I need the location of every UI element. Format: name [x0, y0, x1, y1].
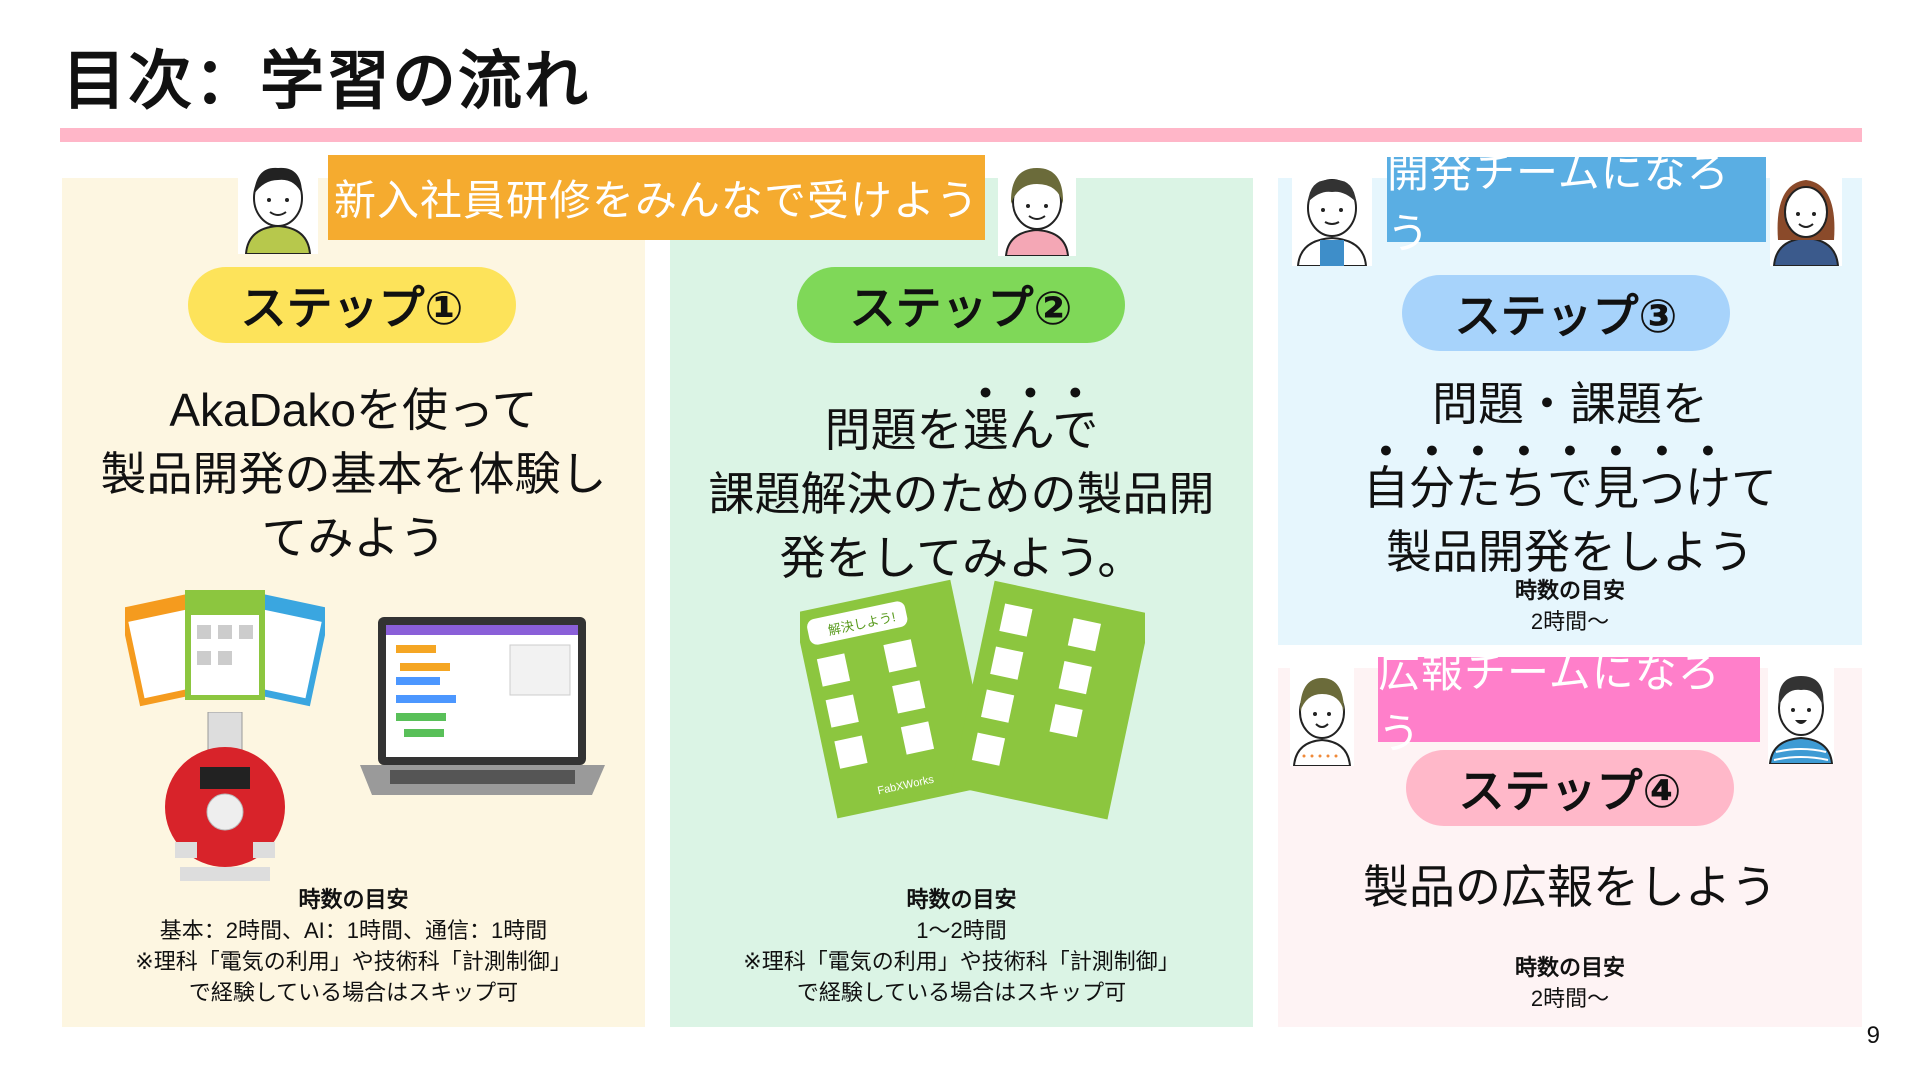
time-line: で経験している場合はスキップ可 — [796, 980, 1127, 1005]
title-underline — [60, 128, 1862, 142]
boy-avatar-icon — [238, 158, 318, 254]
pr-team-banner: 広報チームになろう — [1378, 649, 1760, 757]
dev-team-banner: 開発チームになろう — [1387, 149, 1766, 257]
emphasized-text: 自分たちで見つけ — [1363, 462, 1731, 514]
time-title: 時数の目安 — [1514, 955, 1625, 980]
step1-description: AkaDakoを使って 製品開発の基本を体験し てみよう — [62, 378, 645, 570]
akadako-cards-image — [125, 590, 325, 707]
time-line: 1～2時間 — [916, 918, 1007, 943]
page-number: 9 — [1866, 1022, 1880, 1049]
text-line: 製品開発をしよう — [1386, 526, 1754, 578]
girl-avatar-icon — [998, 160, 1076, 256]
laptop-scratch-image — [360, 617, 605, 795]
time-title: 時数の目安 — [298, 887, 409, 912]
text-line: 製品開発の基本を体験し — [100, 448, 607, 500]
text-line: 自分たちで見つけて — [1278, 436, 1862, 520]
step2-label: ステップ② — [797, 267, 1125, 343]
worksheets-image: 解決しよう! FabXWorks — [800, 579, 1145, 820]
boy2-avatar-icon — [1292, 168, 1372, 266]
time-line: 基本：2時間、AI：1時間、通信：1時間 — [159, 918, 548, 943]
text-line: AkaDakoを使って — [169, 384, 538, 436]
step3-label: ステップ③ — [1402, 275, 1730, 351]
text-part: 問題を — [824, 404, 963, 456]
step3-panel — [1278, 178, 1862, 645]
onboarding-banner: 新入社員研修をみんなで受けよう — [328, 155, 985, 240]
step4-description: 製品の広報をしよう — [1363, 861, 1777, 913]
text-line: 課題解決のための製品開 — [708, 468, 1215, 520]
step4-label: ステップ④ — [1406, 750, 1734, 826]
step1-label: ステップ① — [188, 267, 516, 343]
text-line: 問題・課題を — [1432, 378, 1708, 430]
time-title: 時数の目安 — [1514, 578, 1625, 603]
emphasized-text: 選んで — [962, 404, 1099, 456]
step3-time-estimate: 時数の目安 2時間～ — [1278, 575, 1862, 637]
akadako-board-image — [165, 712, 285, 881]
time-line: 2時間～ — [1530, 986, 1610, 1011]
boy3-avatar-icon — [1768, 668, 1834, 764]
page-title: 目次：学習の流れ — [62, 45, 590, 117]
step3-description: 問題・課題を 自分たちで見つけて 製品開発をしよう — [1278, 372, 1862, 584]
girl2-avatar-icon — [1290, 668, 1354, 766]
step2-description: 問題を選んで 課題解決のための製品開 発をしてみよう。 — [670, 378, 1253, 590]
text-line: 問題を選んで — [670, 378, 1253, 462]
woman-avatar-icon — [1770, 170, 1842, 266]
step2-time-estimate: 時数の目安 1～2時間 ※理科「電気の利用」や技術科「計測制御」 で経験している… — [670, 884, 1253, 1008]
step1-time-estimate: 時数の目安 基本：2時間、AI：1時間、通信：1時間 ※理科「電気の利用」や技術… — [62, 884, 645, 1008]
time-line: ※理科「電気の利用」や技術科「計測制御」 — [743, 949, 1180, 974]
text-line: てみよう — [261, 512, 446, 564]
time-line: 2時間～ — [1530, 609, 1610, 634]
step4-time-estimate: 時数の目安 2時間～ — [1278, 952, 1862, 1014]
time-title: 時数の目安 — [906, 887, 1017, 912]
time-line: ※理科「電気の利用」や技術科「計測制御」 — [135, 949, 572, 974]
time-line: で経験している場合はスキップ可 — [188, 980, 519, 1005]
text-line: 発をしてみよう。 — [779, 532, 1144, 584]
text-part: て — [1731, 462, 1777, 514]
